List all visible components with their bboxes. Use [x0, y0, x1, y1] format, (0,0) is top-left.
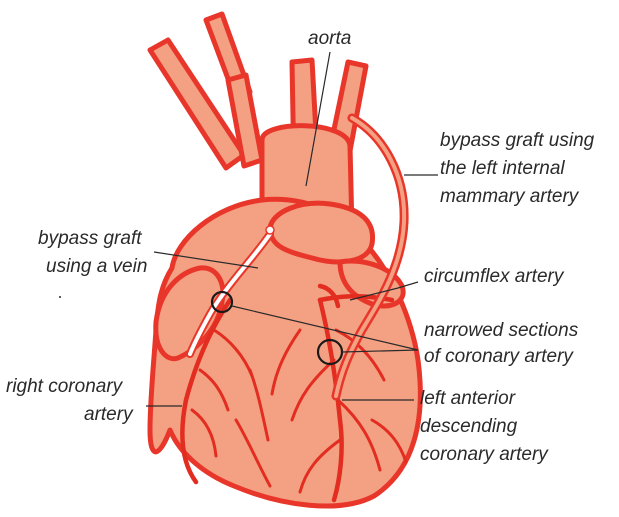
label-vein-line-1: bypass graft	[38, 228, 142, 249]
vein-graft-anastomosis	[266, 226, 274, 234]
label-mammary-line-2: the left internal	[440, 158, 565, 179]
label-narrowed-line-1: narrowed sections	[424, 320, 579, 341]
label-mammary-line-3: mammary artery	[440, 186, 580, 207]
label-lad-line-3: coronary artery	[420, 444, 549, 465]
label-mammary-line-1: bypass graft using	[440, 130, 595, 151]
label-vein-line-2: using a vein	[46, 256, 147, 277]
label-circumflex: circumflex artery	[424, 266, 565, 287]
label-lad-line-2: descending	[420, 416, 518, 437]
label-aorta: aorta	[308, 28, 351, 49]
label-right-coronary-line-2: artery	[84, 404, 134, 425]
stray-dot	[59, 296, 61, 298]
label-right-coronary-line-1: right coronary	[6, 376, 124, 397]
label-narrowed-line-2: of coronary artery	[424, 346, 574, 367]
label-lad-line-1: left anterior	[420, 388, 516, 409]
